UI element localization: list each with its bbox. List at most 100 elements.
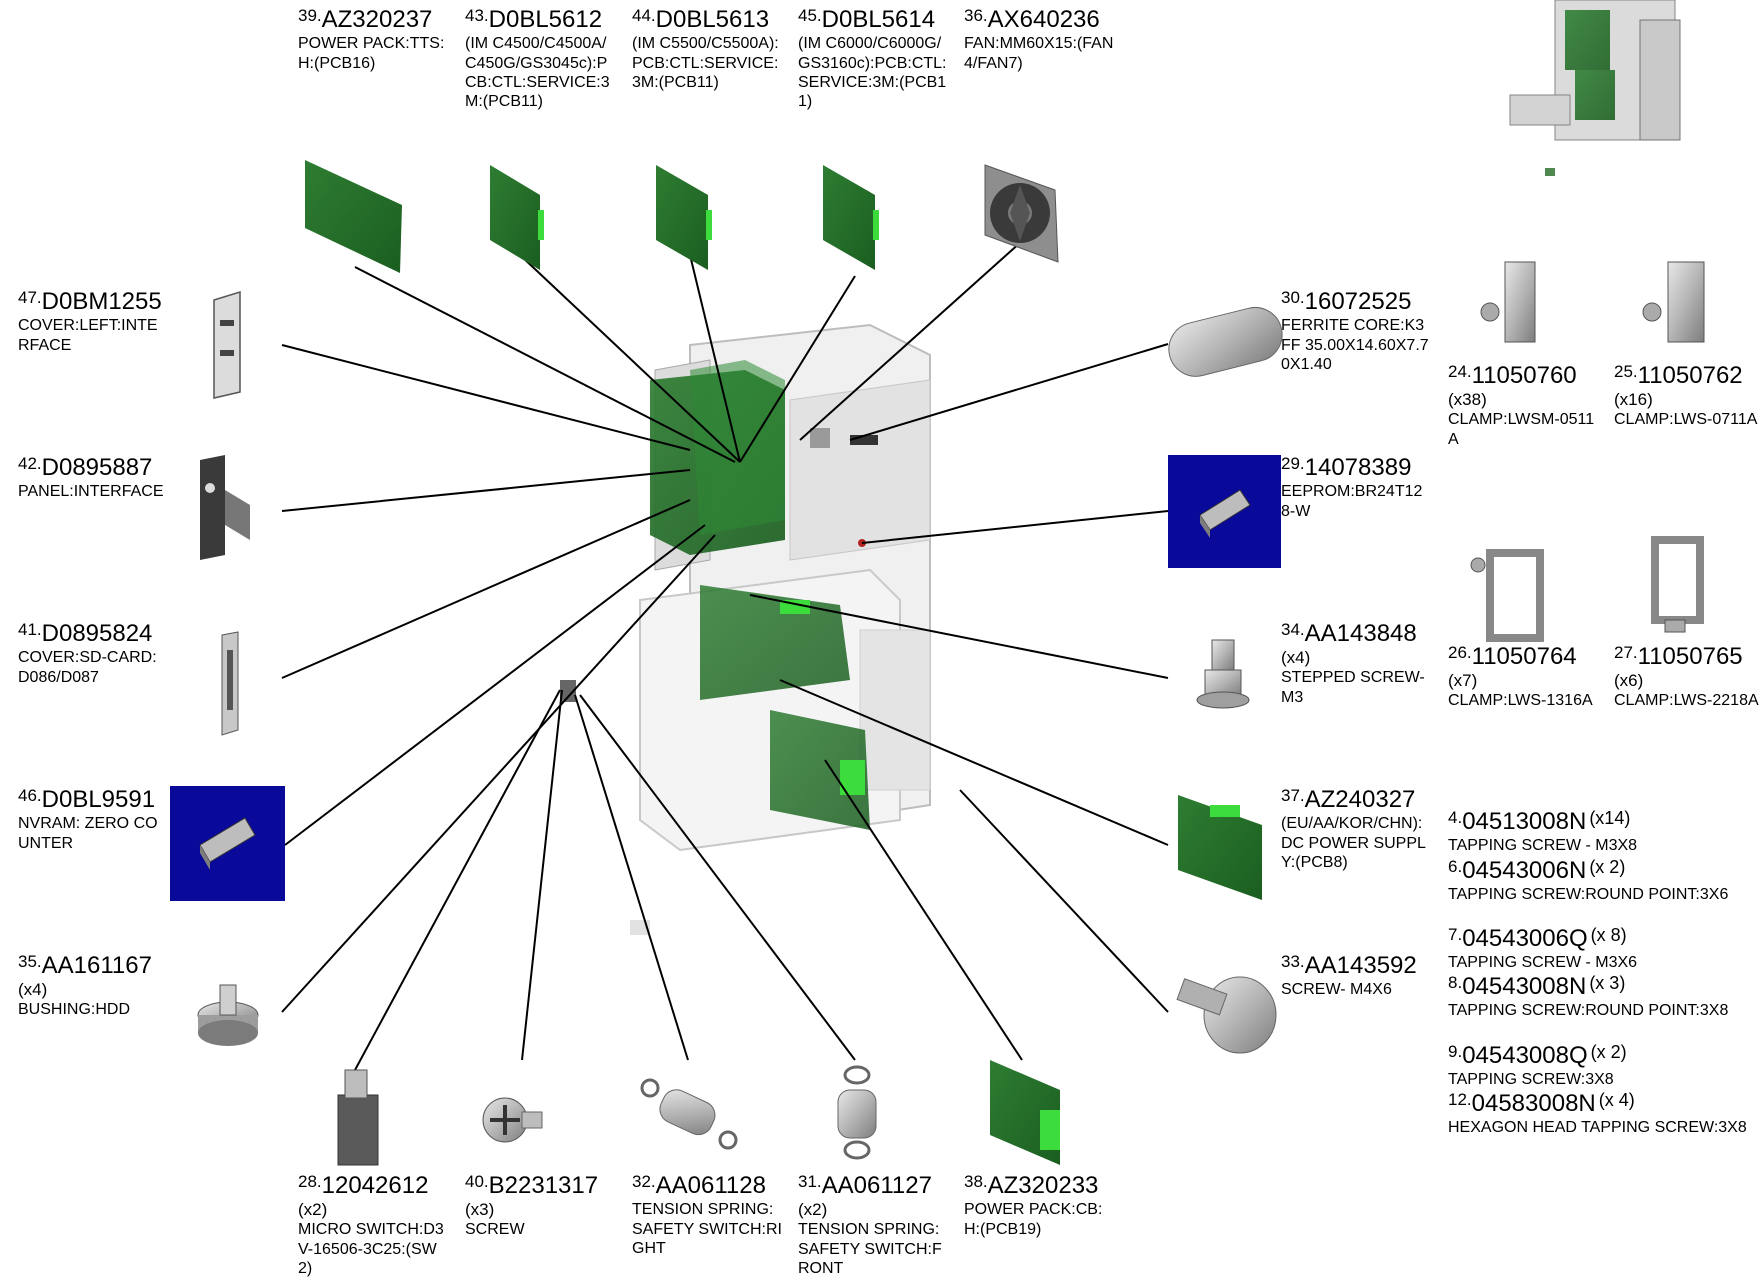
part-description: COVER:LEFT:INTERFACE [18,317,158,354]
part-description: TENSION SPRING:SAFETY SWITCH:RIGHT [632,1201,782,1257]
callout-31[interactable]: 31.AA061127 (x2) TENSION SPRING:SAFETY S… [798,1172,948,1278]
part-quantity: (x7) [1448,671,1478,691]
part-number: B2231317 [488,1172,599,1199]
part-number: 11050762 [1637,362,1743,389]
panel-interface-icon [200,455,250,560]
part-description: POWER PACK:TTS:H:(PCB16) [298,35,445,72]
part-number: 04543008Q [1462,1042,1588,1069]
cover-left-interface-icon [213,290,241,399]
part-description: NVRAM: ZERO COUNTER [18,815,158,852]
part-number: AA061128 [655,1172,766,1199]
part-description: BUSHING:HDD [18,1001,131,1019]
part-number: AA161167 [41,952,152,979]
part-quantity: (x14) [1589,808,1631,828]
callout-42[interactable]: 42.D0895887 PANEL:INTERFACE [18,454,168,502]
callout-38[interactable]: 38.AZ320233 POWER PACK:CB:H:(PCB19) [964,1172,1114,1239]
part-description: EEPROM:BR24T128-W [1281,483,1423,520]
callout-7[interactable]: 7.04543006Q(x 8) TAPPING SCREW - M3X6 [1448,925,1748,973]
part-description: PANEL:INTERFACE [18,483,164,501]
callout-41[interactable]: 41.D0895824 COVER:SD-CARD:D086/D087 [18,620,168,687]
part-number: 04543006Q [1462,925,1588,952]
callout-6[interactable]: 6.04543006N(x 2) TAPPING SCREW:ROUND POI… [1448,857,1748,905]
callout-40[interactable]: 40.B2231317 (x3) SCREW [465,1172,615,1240]
part-number: AX640236 [987,6,1100,33]
callout-36[interactable]: 36.AX640236 FAN:MM60X15:(FAN4/FAN7) [964,6,1114,72]
callout-34[interactable]: 34.AA143848 (x4) STEPPED SCREW- M3 [1281,620,1431,707]
part-description: CLAMP:LWS-1316A [1448,692,1593,710]
part-number: D0895887 [41,454,153,481]
part-number: AA143848 [1304,620,1417,647]
callout-25[interactable]: 25.11050762 (x16) CLAMP:LWS-0711A [1614,362,1764,430]
callout-37[interactable]: 37.AZ240327 (EU/AA/KOR/CHN):DC POWER SUP… [1281,786,1431,872]
part-number: 14078389 [1304,454,1412,481]
part-description: CLAMP:LWSM-0511A [1448,411,1595,448]
part-description: SCREW- M4X6 [1281,981,1392,999]
part-description: MICRO SWITCH:D3V-16506-3C25:(SW2) [298,1221,444,1277]
part-description: (EU/AA/KOR/CHN):DC POWER SUPPLY:(PCB8) [1281,815,1426,871]
micro-switch-icon [337,1069,379,1166]
callout-24[interactable]: 24.11050760 (x38) CLAMP:LWSM-0511A [1448,362,1598,449]
part-description: TENSION SPRING:SAFETY SWITCH:FRONT [798,1221,942,1277]
callout-45[interactable]: 45.D0BL5614 (IM C6000/C6000G/GS3160c):PC… [798,6,947,110]
main-chassis [560,323,931,935]
part-number: 04583008N [1471,1090,1596,1117]
part-quantity: (x6) [1614,671,1644,691]
callout-4[interactable]: 4.04513008N(x14) TAPPING SCREW - M3X8 [1448,808,1748,856]
part-quantity: (x 4) [1598,1090,1635,1110]
fan-icon [984,164,1059,263]
callout-26[interactable]: 26.11050764 (x7) CLAMP:LWS-1316A [1448,643,1598,711]
clamp-lwsm-0511a-icon [1480,261,1536,343]
callout-8[interactable]: 8.04543008N(x 3) TAPPING SCREW:ROUND POI… [1448,973,1748,1021]
stepped-screw-icon [1196,639,1250,709]
pcb-power-pack-ttsh-icon [305,160,402,273]
part-description: TAPPING SCREW - M3X6 [1448,954,1638,972]
cover-sd-card-icon [221,631,239,736]
part-quantity: (x 2) [1589,857,1626,877]
clamp-lws-1316a-icon [1470,549,1544,642]
part-quantity: (x38) [1448,390,1487,410]
callout-30[interactable]: 30.16072525 FERRITE CORE:K3FF 35.00X14.6… [1281,288,1431,374]
callout-39[interactable]: 39.AZ320237 POWER PACK:TTS:H:(PCB16) [298,6,448,73]
part-number: 11050765 [1637,643,1743,670]
part-description: STEPPED SCREW- M3 [1281,669,1425,706]
part-description: COVER:SD-CARD:D086/D087 [18,649,157,686]
ferrite-core-icon [1168,307,1283,377]
callout-28[interactable]: 28.12042612 (x2) MICRO SWITCH:D3V-16506-… [298,1172,448,1278]
frame-assembly-thumbnail [1509,0,1681,176]
callout-29[interactable]: 29.14078389 EEPROM:BR24T128-W [1281,454,1431,521]
tension-spring-front-icon [837,1065,877,1160]
part-description: TAPPING SCREW:3X8 [1448,1071,1614,1089]
callout-9[interactable]: 9.04543008Q(x 2) TAPPING SCREW:3X8 [1448,1042,1748,1090]
part-number: D0BL5612 [488,6,603,33]
pcb-ctl-c6000-icon [823,165,879,270]
callout-35[interactable]: 35.AA161167 (x4) BUSHING:HDD [18,952,168,1020]
leader-lines [281,240,1169,1071]
part-description: FERRITE CORE:K3FF 35.00X14.60X7.70X1.40 [1281,317,1429,373]
dc-power-supply-pcb-icon [1178,795,1262,900]
callout-33[interactable]: 33.AA143592 SCREW- M4X6 [1281,952,1431,1000]
callout-32[interactable]: 32.AA061128 TENSION SPRING:SAFETY SWITCH… [632,1172,782,1257]
callout-46[interactable]: 46.D0BL9591 NVRAM: ZERO COUNTER [18,786,168,853]
part-number: D0BM1255 [41,288,162,315]
screw-b2231317-icon [482,1097,543,1143]
pcb-ctl-c4500-icon [490,165,544,270]
callout-27[interactable]: 27.11050765 (x6) CLAMP:LWS-2218A [1614,643,1764,711]
part-quantity: (x 3) [1589,973,1626,993]
part-quantity: (x2) [298,1200,328,1220]
part-description: TAPPING SCREW:ROUND POINT:3X6 [1448,886,1729,904]
callout-44[interactable]: 44.D0BL5613 (IM C5500/C5500A):PCB:CTL:SE… [632,6,782,92]
part-number: D0895824 [41,620,153,647]
callout-43[interactable]: 43.D0BL5612 (IM C4500/C4500A/C450G/GS304… [465,6,615,111]
callout-12[interactable]: 12.04583008N(x 4) HEXAGON HEAD TAPPING S… [1448,1090,1747,1137]
callout-47[interactable]: 47.D0BM1255 COVER:LEFT:INTERFACE [18,288,168,355]
part-description: CLAMP:LWS-0711A [1614,411,1758,429]
power-pack-cbh-pcb-icon [990,1060,1060,1165]
part-number: D0BL5613 [655,6,770,33]
clamp-lws-2218a-icon [1651,536,1704,633]
part-number: D0BL9591 [41,786,156,813]
part-number: 16072525 [1304,288,1412,315]
part-description: SCREW [465,1221,525,1239]
part-description: (IM C4500/C4500A/C450G/GS3045c):PCB:CTL:… [465,35,610,110]
part-quantity: (x 2) [1590,1042,1627,1062]
